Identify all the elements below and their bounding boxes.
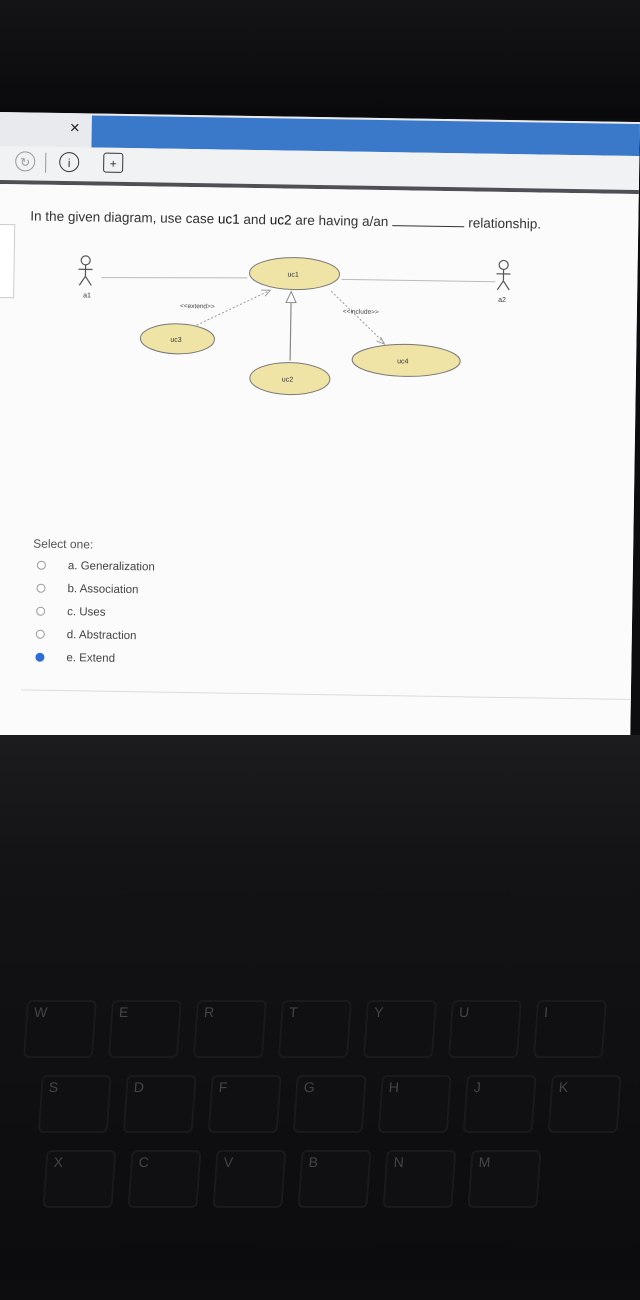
toolbar-divider [45,153,46,173]
photo-top-background [0,0,640,118]
key-j: J [463,1075,537,1133]
key-i: I [533,1000,607,1058]
extend-arrowhead [261,290,270,296]
key-g: G [293,1075,367,1133]
key-w: W [23,1000,97,1058]
question-flag-tab[interactable] [0,224,15,298]
use-case-uc2-label: uc2 [282,376,294,383]
radio-c[interactable] [36,607,45,616]
key-r: R [193,1000,267,1058]
actor-a1-icon [78,256,92,286]
generalization-line [290,303,291,361]
info-icon[interactable]: i [59,152,79,172]
answer-blank [392,215,464,227]
key-m: M [467,1150,541,1208]
browser-screen: × ↻ i + In the given diagram, use case u… [0,112,640,782]
option-b-label: b. Association [67,583,138,596]
extend-label: <<extend>> [180,303,215,311]
option-a-label: a. Generalization [68,560,155,573]
association-line-a2 [341,279,495,281]
select-one-label: Select one: [33,537,93,552]
question-part: and [240,212,270,227]
add-page-icon[interactable]: + [103,153,123,173]
association-line-a1 [101,276,247,280]
actor-a2-icon [496,260,510,290]
key-d: D [123,1075,197,1133]
option-a[interactable]: a. Generalization [37,557,155,577]
radio-e-selected[interactable] [35,653,44,662]
key-t: T [278,1000,352,1058]
generalization-arrowhead [286,292,296,303]
use-case-diagram: a1 a2 uc1 uc2 uc3 [63,235,536,412]
actor-a1-label: a1 [83,292,91,299]
include-dependency [330,291,385,343]
laptop-keyboard: W E R T Y U I S D F G H J K X C V B N M [0,900,640,1300]
question-divider [21,689,640,700]
use-case-uc1-label: uc1 [287,272,299,279]
option-c[interactable]: c. Uses [36,603,106,622]
key-x: X [42,1150,116,1208]
radio-b[interactable] [36,584,45,593]
question-part: In the given diagram, use case [30,208,218,226]
option-b[interactable]: b. Association [36,580,138,600]
option-d-label: d. Abstraction [67,629,137,642]
reload-icon[interactable]: ↻ [15,151,35,171]
key-h: H [378,1075,452,1133]
key-e: E [108,1000,182,1058]
close-tab-icon[interactable]: × [64,117,86,139]
include-arrowhead [376,337,384,344]
key-b: B [297,1150,371,1208]
radio-a[interactable] [37,561,46,570]
quiz-content: In the given diagram, use case uc1 and u… [0,184,639,782]
option-e[interactable]: e. Extend [35,649,115,668]
key-y: Y [363,1000,437,1058]
key-v: V [212,1150,286,1208]
question-part: relationship. [468,215,541,231]
option-c-label: c. Uses [67,606,106,619]
radio-d[interactable] [36,630,45,639]
use-case-uc3-label: uc3 [170,337,182,344]
question-text: In the given diagram, use case uc1 and u… [30,208,541,231]
option-d[interactable]: d. Abstraction [36,626,137,646]
include-label: <<include>> [343,308,379,316]
actor-a2-label: a2 [498,297,506,304]
use-case-uc4-label: uc4 [397,358,409,365]
option-e-label: e. Extend [66,652,115,665]
key-n: N [382,1150,456,1208]
key-s: S [38,1075,112,1133]
key-u: U [448,1000,522,1058]
question-uc1: uc1 [218,211,240,226]
key-k: K [548,1075,622,1133]
key-f: F [208,1075,282,1133]
question-part: are having a/an [291,213,388,230]
question-uc2: uc2 [270,212,292,227]
key-c: C [127,1150,201,1208]
